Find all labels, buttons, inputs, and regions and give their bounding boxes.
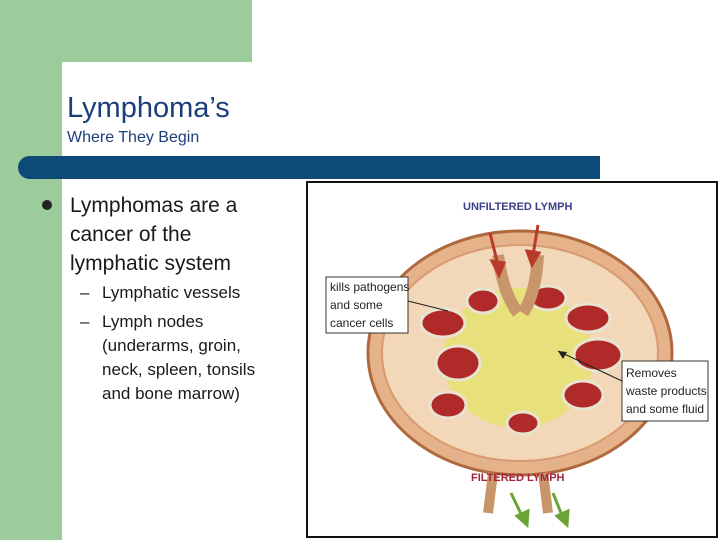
decor-green-left: [0, 0, 62, 540]
bullet-dot: [42, 200, 52, 210]
node-follicles: [419, 284, 624, 436]
callout-left-box: [325, 276, 409, 334]
efferent-vessel-right: [538, 472, 553, 514]
afferent-vessel-right: [517, 254, 544, 317]
sub-item-text: Lymphatic vessels: [102, 283, 241, 302]
bullet-text: Lymphomas are a cancer of the lymphatic …: [70, 194, 238, 275]
callout-left-text: kills pathogens and some cancer cells: [330, 280, 413, 330]
efferent-vessel-left: [483, 472, 498, 514]
outgoing-arrows: [509, 492, 570, 529]
callout-right-arrowhead: [558, 351, 567, 359]
callout-left-leader: [407, 300, 449, 312]
lymph-node-diagram: UNFILTERED LYMPH FI: [306, 181, 718, 538]
node-medulla: [443, 288, 593, 428]
unfiltered-lymph-label: UNFILTERED LYMPH: [463, 201, 572, 213]
incoming-arrows: [488, 224, 542, 279]
callout-right-text: Removes waste products and some fluid: [625, 366, 710, 416]
slide-subtitle: Where They Begin: [67, 129, 200, 146]
title-divider-bar: [18, 156, 600, 179]
lymph-node-illustration: UNFILTERED LYMPH FI: [325, 201, 710, 529]
callout-right-box: [621, 360, 709, 422]
slide-title: Lymphoma’s: [67, 92, 230, 124]
sub-item-text: Lymph nodes (underarms, groin, neck, spl…: [102, 312, 256, 403]
dash-marker: –: [80, 312, 90, 331]
callout-right-leader: [557, 350, 623, 382]
filtered-lymph-label: FILTERED LYMPH: [471, 472, 565, 484]
dash-marker: –: [80, 283, 90, 302]
